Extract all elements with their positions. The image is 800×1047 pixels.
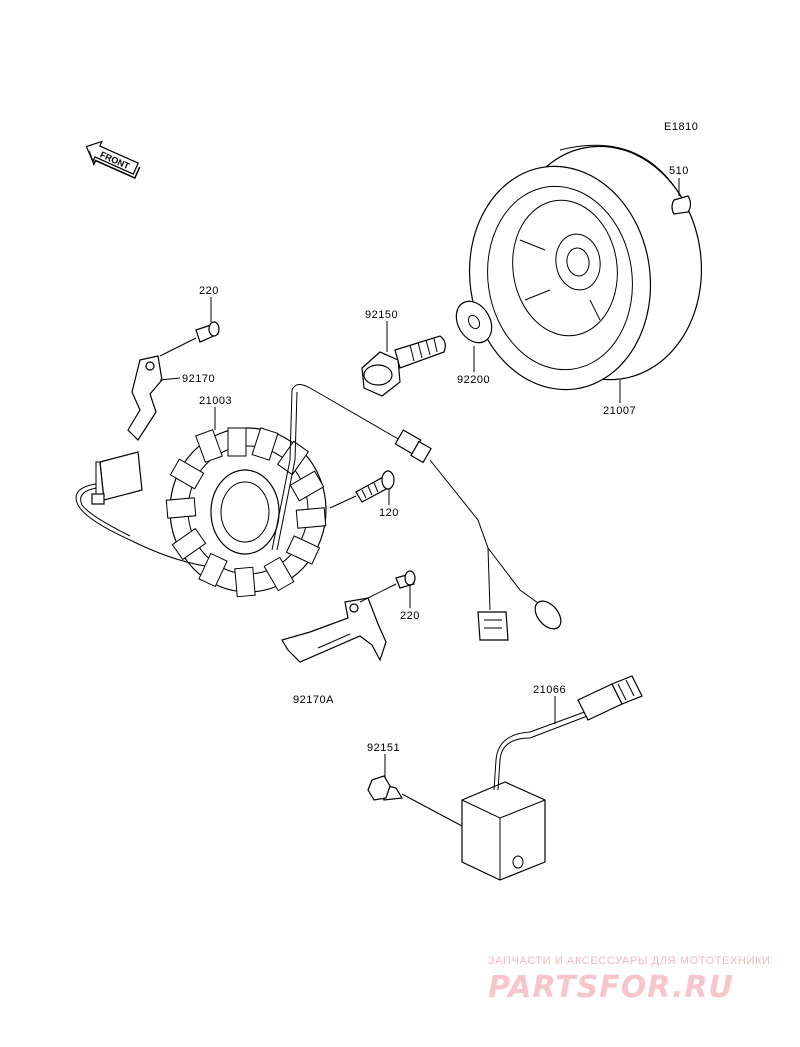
plate-92170 xyxy=(127,355,163,441)
screw-120 xyxy=(355,470,395,503)
leader-lines xyxy=(159,178,680,827)
front-arrow-icon: FRONT xyxy=(85,140,141,180)
part-label: 92170 xyxy=(182,373,215,385)
watermark: ЗАПЧАСТИ И АКСЕССУАРЫ ДЛЯ МОТОТЕХНИКИ PA… xyxy=(488,955,770,1005)
part-label: 220 xyxy=(400,610,420,622)
part-label: 92151 xyxy=(367,742,400,754)
woodruff-key xyxy=(671,195,692,215)
part-label: 92150 xyxy=(365,309,398,321)
part-labels: 510 220 92170 92150 92200 21003 21007 12… xyxy=(182,165,689,754)
part-label: 92200 xyxy=(457,374,490,386)
watermark-tagline: ЗАПЧАСТИ И АКСЕССУАРЫ ДЛЯ МОТОТЕХНИКИ xyxy=(488,955,770,967)
plate-92170a xyxy=(281,597,387,663)
watermark-logo: PARTSFOR.RU xyxy=(488,970,734,1005)
bolt-220-lower xyxy=(395,570,416,589)
flywheel-bolt xyxy=(361,335,446,397)
pickup-coil xyxy=(91,451,143,505)
flywheel-rotor xyxy=(468,144,703,391)
stator-coil xyxy=(165,427,327,598)
bolt-220-upper xyxy=(195,321,220,343)
diagram-code: E1810 xyxy=(664,121,698,133)
part-label: 21007 xyxy=(603,405,636,417)
regulator-rectifier xyxy=(461,675,643,881)
part-label: 120 xyxy=(379,507,399,519)
part-label: 21003 xyxy=(199,395,232,407)
bolt-92151 xyxy=(367,775,403,801)
part-label: 220 xyxy=(199,285,219,297)
part-label: 510 xyxy=(669,165,689,177)
part-label: 92170A xyxy=(293,694,334,706)
stator-wiring xyxy=(75,384,562,641)
part-label: 21066 xyxy=(533,684,566,696)
washer xyxy=(455,300,493,344)
